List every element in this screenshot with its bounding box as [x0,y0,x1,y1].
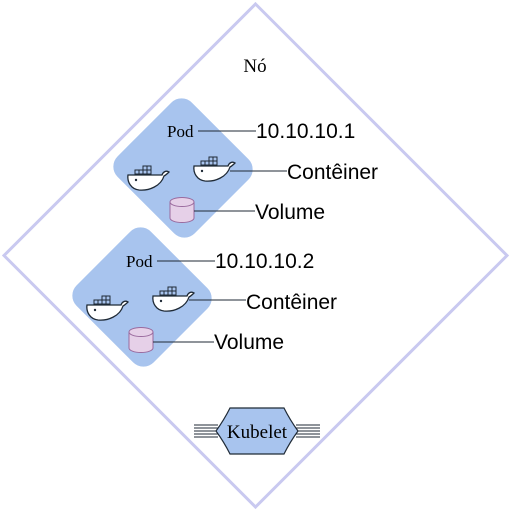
node-label: Nó [243,56,266,77]
pod-2-shape [72,227,212,367]
pod-1-container-label: Contêiner [287,161,378,184]
pod-2: Pod 10.10.10.2 Contêiner Volume [72,227,337,367]
kubelet-lines-right [296,424,320,438]
kubelet: Kubelet [194,407,320,455]
kubelet-shape [215,407,299,455]
pod-2-container-label: Contêiner [246,291,337,314]
pod-1-label: Pod [167,122,194,141]
pod-2-volume-label: Volume [214,331,284,354]
volume-cylinder-icon [128,327,154,353]
pod-1: Pod 10.10.10.1 Contêiner Volume [113,98,378,238]
pod-1-ip: 10.10.10.1 [256,120,355,143]
kubelet-label: Kubelet [227,422,288,443]
volume-cylinder-icon [169,197,195,223]
pod-2-ip: 10.10.10.2 [215,250,314,273]
kubelet-lines-left [194,424,218,438]
pod-2-label: Pod [126,252,153,271]
pod-1-volume-label: Volume [255,201,325,224]
